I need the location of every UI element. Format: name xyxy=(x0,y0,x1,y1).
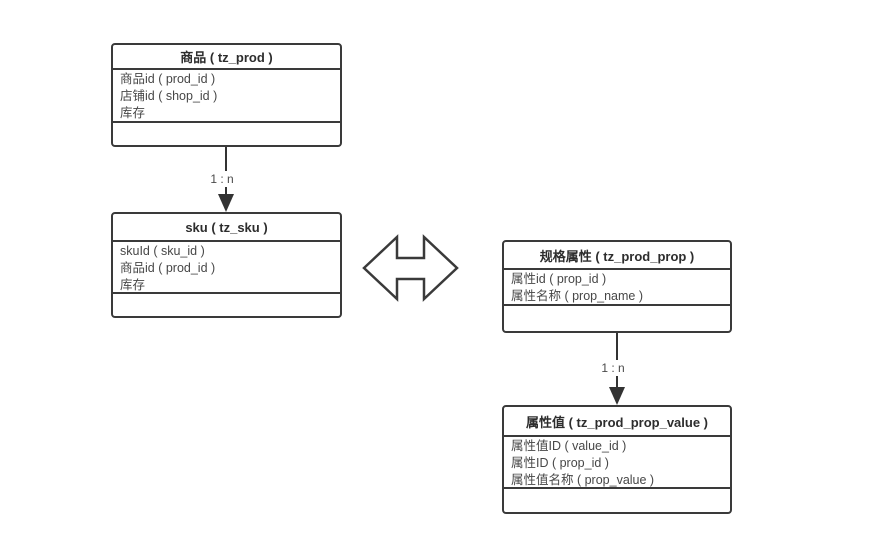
table-field: 店铺id ( shop_id ) xyxy=(120,89,218,103)
table-field: 属性值名称 ( prop_value ) xyxy=(511,473,655,487)
table-title: 规格属性 ( tz_prod_prop ) xyxy=(504,242,730,270)
table-fields: 商品id ( prod_id ) 店铺id ( shop_id ) 库存 xyxy=(113,70,340,123)
connector-cardinality-label: 1 : n xyxy=(205,171,239,187)
table-fields: 属性值ID ( value_id ) 属性ID ( prop_id ) 属性值名… xyxy=(504,437,730,489)
table-empty-section xyxy=(113,123,340,145)
table-empty-section xyxy=(504,489,730,512)
table-field: 商品id ( prod_id ) xyxy=(120,72,216,86)
table-empty-section xyxy=(113,294,340,316)
arrowhead-down-icon xyxy=(609,387,625,405)
connector-cardinality-label: 1 : n xyxy=(596,360,630,376)
table-field: 属性ID ( prop_id ) xyxy=(511,456,609,470)
entity-table-sku: sku ( tz_sku ) skuId ( sku_id ) 商品id ( p… xyxy=(111,212,342,318)
table-field: 属性名称 ( prop_name ) xyxy=(511,289,643,303)
table-field: 属性值ID ( value_id ) xyxy=(511,439,627,453)
table-field: skuId ( sku_id ) xyxy=(120,244,205,258)
arrowhead-down-icon xyxy=(218,194,234,212)
bidirectional-arrow-icon xyxy=(362,234,459,302)
entity-table-prod-prop-value: 属性值 ( tz_prod_prop_value ) 属性值ID ( value… xyxy=(502,405,732,514)
table-fields: 属性id ( prop_id ) 属性名称 ( prop_name ) xyxy=(504,270,730,306)
table-empty-section xyxy=(504,306,730,331)
table-field: 商品id ( prod_id ) xyxy=(120,261,216,275)
table-title: 属性值 ( tz_prod_prop_value ) xyxy=(504,407,730,437)
table-field: 库存 xyxy=(120,106,146,120)
entity-table-prod-prop: 规格属性 ( tz_prod_prop ) 属性id ( prop_id ) 属… xyxy=(502,240,732,333)
table-fields: skuId ( sku_id ) 商品id ( prod_id ) 库存 xyxy=(113,242,340,294)
entity-table-prod: 商品 ( tz_prod ) 商品id ( prod_id ) 店铺id ( s… xyxy=(111,43,342,147)
table-field: 属性id ( prop_id ) xyxy=(511,272,607,286)
table-title: 商品 ( tz_prod ) xyxy=(113,45,340,70)
table-field: 库存 xyxy=(120,278,146,292)
connector-line-prod-sku xyxy=(225,147,227,194)
table-title: sku ( tz_sku ) xyxy=(113,214,340,242)
